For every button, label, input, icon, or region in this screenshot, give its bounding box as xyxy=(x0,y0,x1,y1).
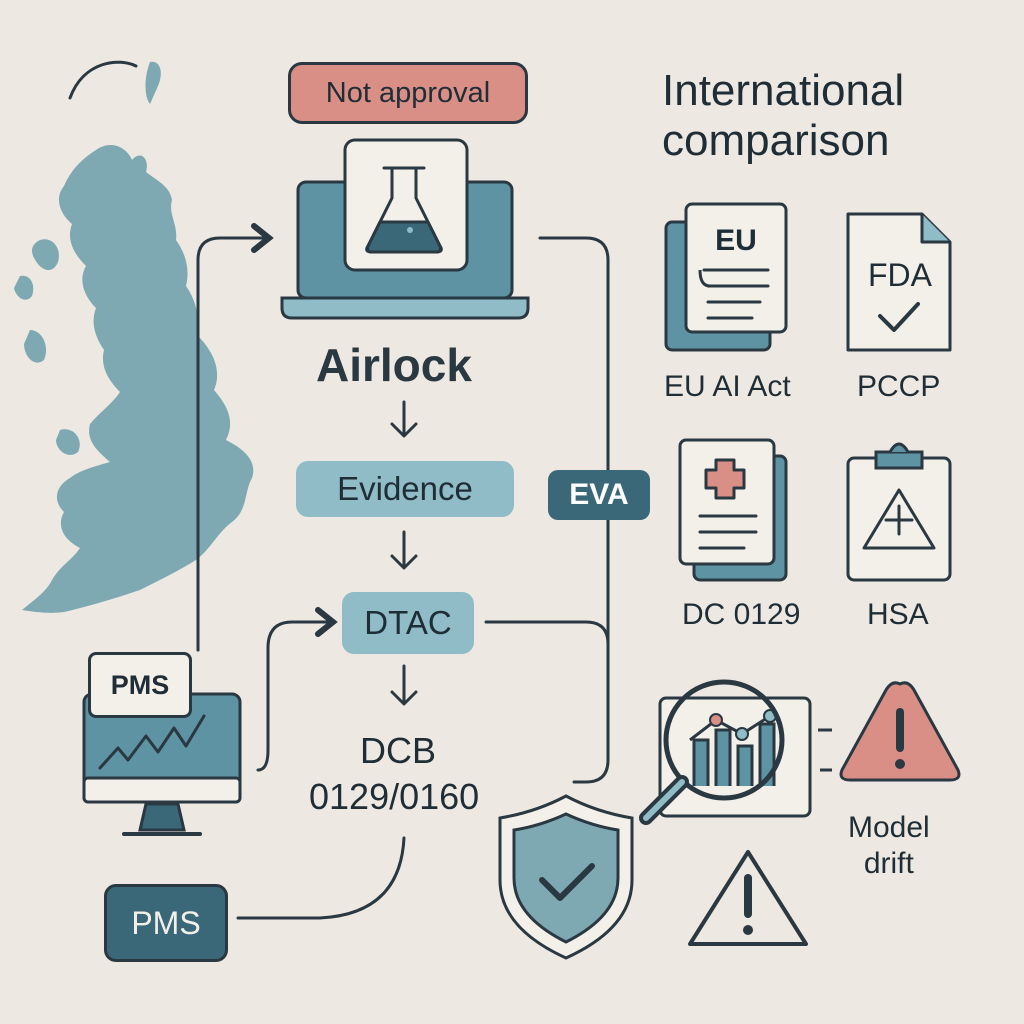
medical-document-icon xyxy=(678,438,788,582)
page-title: International comparison xyxy=(662,66,905,165)
shield-check-icon xyxy=(498,794,634,960)
uk-map-icon xyxy=(14,61,254,613)
fda-doc-label: FDA xyxy=(868,257,933,293)
airlock-label: Airlock xyxy=(316,339,472,391)
dtac-box: DTAC xyxy=(342,592,474,654)
evidence-box: Evidence xyxy=(296,461,514,517)
pms-box: PMS xyxy=(104,884,228,962)
flask-laptop-icon xyxy=(280,138,530,320)
top-arc xyxy=(68,60,138,100)
dcb-label-line2: 0129/0160 xyxy=(309,776,480,817)
dcb-label-line1: DCB xyxy=(360,730,437,771)
not-approval-badge: Not approval xyxy=(288,62,528,124)
clipboard-warning-icon xyxy=(846,442,952,582)
fda-document-icon: FDA xyxy=(846,212,952,352)
warning-triangle-icon xyxy=(839,681,961,782)
eu-doc-label: EU xyxy=(715,224,757,257)
dc0129-label: DC 0129 xyxy=(682,598,801,631)
eu-ai-act-label: EU AI Act xyxy=(664,370,791,403)
warning-outline-icon xyxy=(688,850,808,946)
monitor-chart-icon xyxy=(82,692,242,836)
magnifier-chart-icon xyxy=(639,679,832,825)
eu-document-icon: EU xyxy=(664,202,788,352)
pms-monitor-label: PMS xyxy=(88,652,192,718)
eva-box: EVA xyxy=(548,470,650,520)
pccp-label: PCCP xyxy=(857,370,941,403)
model-drift-label: Model drift xyxy=(848,811,930,880)
hsa-label: HSA xyxy=(867,598,929,631)
